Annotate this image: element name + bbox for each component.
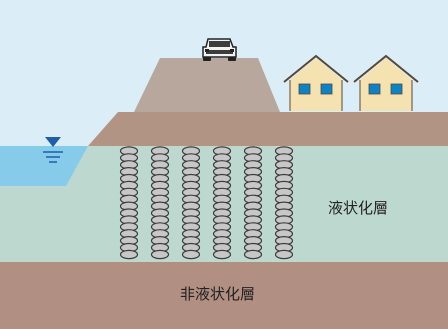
compaction-column [119, 146, 139, 260]
water-body [0, 146, 88, 186]
column-segment [212, 249, 232, 260]
non-liquefiable-layer-label: 非液状化層 [180, 285, 256, 303]
water-level-icon [43, 137, 63, 163]
compaction-column [274, 146, 294, 260]
compaction-column [150, 146, 170, 260]
compaction-column [212, 146, 232, 260]
non-liquefiable-layer [0, 262, 448, 329]
column-segment [243, 249, 263, 260]
compaction-columns [119, 146, 294, 260]
surface-soil [88, 112, 448, 146]
liquefiable-layer-label: 液状化層 [328, 199, 389, 217]
column-segment [150, 249, 170, 260]
column-segment [181, 249, 201, 260]
house-icon [283, 54, 349, 111]
compaction-column [181, 146, 201, 260]
compaction-column [243, 146, 263, 260]
column-segment [119, 249, 139, 260]
house-icon [353, 54, 419, 111]
column-segment [274, 249, 294, 260]
embankment [134, 58, 280, 112]
car-icon [202, 38, 237, 61]
